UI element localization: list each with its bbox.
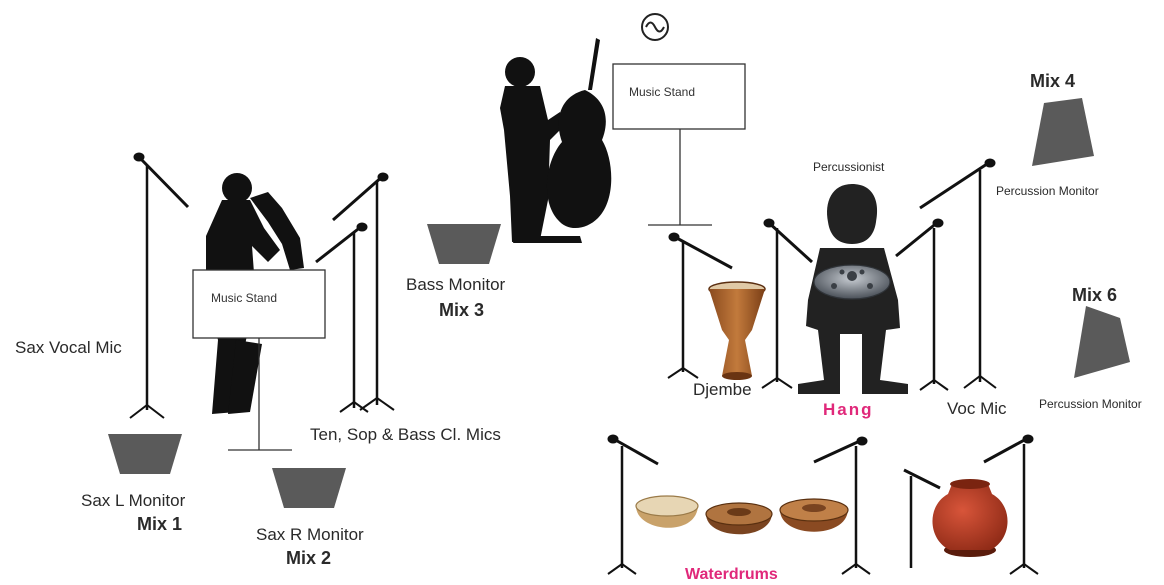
- voc-mic-label: Voc Mic: [947, 399, 1007, 418]
- sax-vocal-mic-label: Sax Vocal Mic: [15, 338, 122, 357]
- percussionist-label: Percussionist: [813, 160, 885, 174]
- music-stand-center-label: Music Stand: [629, 85, 695, 99]
- hang-left-mic-stand: [761, 218, 814, 389]
- mix4-percussion-monitor: [1032, 98, 1094, 166]
- bassist-silhouette: [500, 38, 612, 243]
- mix6-percussion-monitor: [1074, 306, 1130, 378]
- sax-l-monitor-label: Sax L Monitor: [81, 491, 186, 510]
- mix3-label: Mix 3: [439, 300, 485, 320]
- mix2-label: Mix 2: [286, 548, 332, 568]
- percussion-vocal-mic-stand: [919, 158, 997, 389]
- mix4-label: Mix 4: [1030, 71, 1076, 91]
- music-stand-left: [192, 269, 326, 451]
- sax-l-monitor: [108, 434, 182, 474]
- music-stand-left-label: Music Stand: [211, 291, 277, 305]
- bass-monitor: [427, 224, 501, 264]
- mix1-label: Mix 1: [137, 514, 183, 534]
- sax-vocal-mic-stand: [129, 152, 190, 419]
- music-stand-center: [612, 63, 746, 226]
- mix6-label: Mix 6: [1072, 285, 1118, 305]
- hang-right-mic-stand: [895, 218, 949, 391]
- percussion-monitor-top-label: Percussion Monitor: [996, 184, 1099, 198]
- hang-label: Hang: [823, 400, 874, 419]
- bass-monitor-label: Bass Monitor: [406, 275, 506, 294]
- waterdrums-label: Waterdrums: [685, 566, 778, 583]
- sax-r-monitor-label: Sax R Monitor: [256, 525, 364, 544]
- waterdrums-mic-stands: [607, 434, 1039, 575]
- sax-instrument-mic-stands: [315, 172, 395, 413]
- ten-sop-bass-mics-label: Ten, Sop & Bass Cl. Mics: [310, 425, 501, 444]
- percussion-monitor-bottom-label: Percussion Monitor: [1039, 397, 1142, 411]
- ac-power-icon: [641, 13, 669, 41]
- clay-pot: [932, 479, 1008, 557]
- djembe-drum: [708, 281, 766, 380]
- djembe-label: Djembe: [693, 380, 752, 399]
- hang-drum: [813, 264, 891, 300]
- waterdrum-bowls: [635, 495, 849, 535]
- sax-r-monitor: [272, 468, 346, 508]
- djembe-mic-stand: [667, 232, 733, 379]
